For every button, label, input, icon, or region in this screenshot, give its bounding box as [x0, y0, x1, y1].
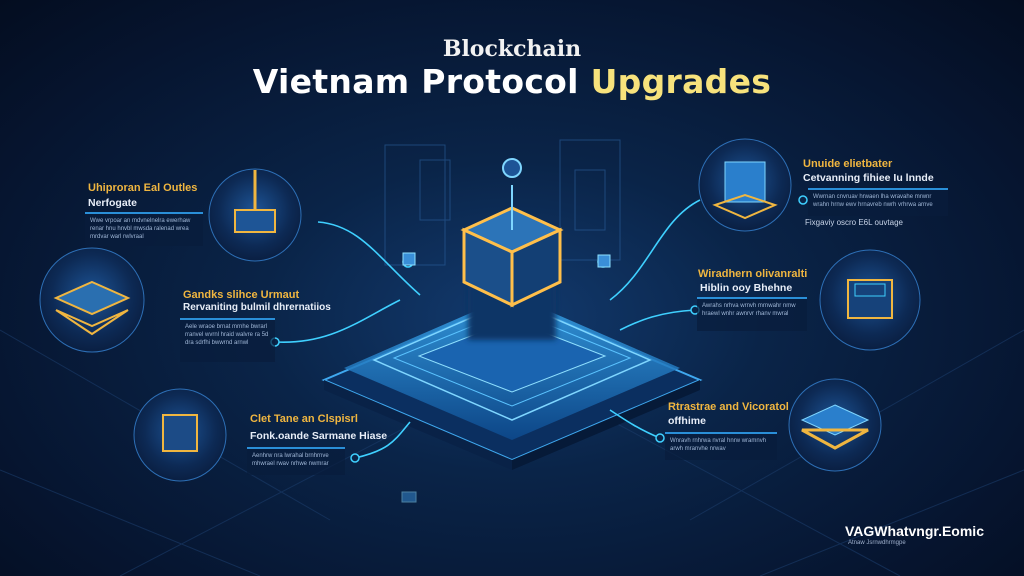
callout-6-title: Rtrastrae and Vicoratol — [668, 401, 789, 413]
orb-node-3 — [133, 388, 227, 482]
callout-4-title: Unuide elietbater — [803, 158, 893, 170]
callout-2-body: Aele wraoe brnat mrnhe bwrarl rranvel wv… — [180, 318, 275, 362]
connector-lines — [274, 199, 701, 459]
watermark-subtext: Atnaw Jsrnwdhrmgpe — [848, 540, 906, 546]
orb-node-1 — [208, 168, 302, 262]
orb-node-4 — [698, 138, 792, 232]
central-platform — [321, 295, 703, 470]
callout-4-subtitle: Cetvanning fihiee Iu lnnde — [803, 172, 934, 184]
central-cube — [460, 158, 564, 340]
callout-1-subtitle: Nerfogate — [88, 197, 138, 209]
callout-1-body: Wwe vrpoar an mdvnelnelra ewerhaw renar … — [85, 212, 203, 246]
orb-node-5 — [819, 249, 921, 351]
orb-node-6 — [788, 378, 882, 472]
page-title: Vietnam Protocol Upgrades — [0, 62, 1024, 101]
supertitle: Blockchain — [442, 36, 582, 62]
callout-4-footer: Fixgaviy oscro E6L ouvtage — [805, 218, 903, 227]
floating-cubes — [401, 252, 611, 503]
callout-6-body: Wnravh rnhrwa nvral hnrw wramnvh arwh mr… — [665, 432, 777, 460]
callout-3-title: Clet Tane an Clspisrl — [250, 413, 358, 425]
callout-2-subtitle: Rervaniting bulmil dhrernatiios — [183, 302, 331, 313]
title-highlight: Upgrades — [590, 62, 772, 101]
orb-node-2 — [39, 247, 145, 353]
callout-2-title: Gandks slihce Urmaut — [183, 289, 300, 301]
callout-6-subtitle: offhime — [668, 415, 706, 427]
callout-5-body: Awrahs nrhva wrnvh mrnwahr nmw hraewl wn… — [697, 297, 807, 331]
callout-4-body: Wwrnan cnvruav hrwaen lha wravahe mrwnr … — [808, 188, 948, 216]
callout-3-subtitle: Fonk.oande Sarmane Hiase — [250, 430, 388, 442]
callout-3-body: Aenhrw nra lwrahal brnhrnve mhwrael rwav… — [247, 447, 345, 475]
callout-5-subtitle: Hiblin ooy Bhehne — [700, 282, 793, 294]
callout-1-title: Uhiproran Eal Outles — [88, 182, 198, 194]
title-main: Vietnam Protocol — [252, 62, 579, 101]
watermark: VAGWhatvngr.Eomic — [845, 523, 984, 539]
callout-5-title: Wiradhern olivanralti — [698, 268, 808, 280]
